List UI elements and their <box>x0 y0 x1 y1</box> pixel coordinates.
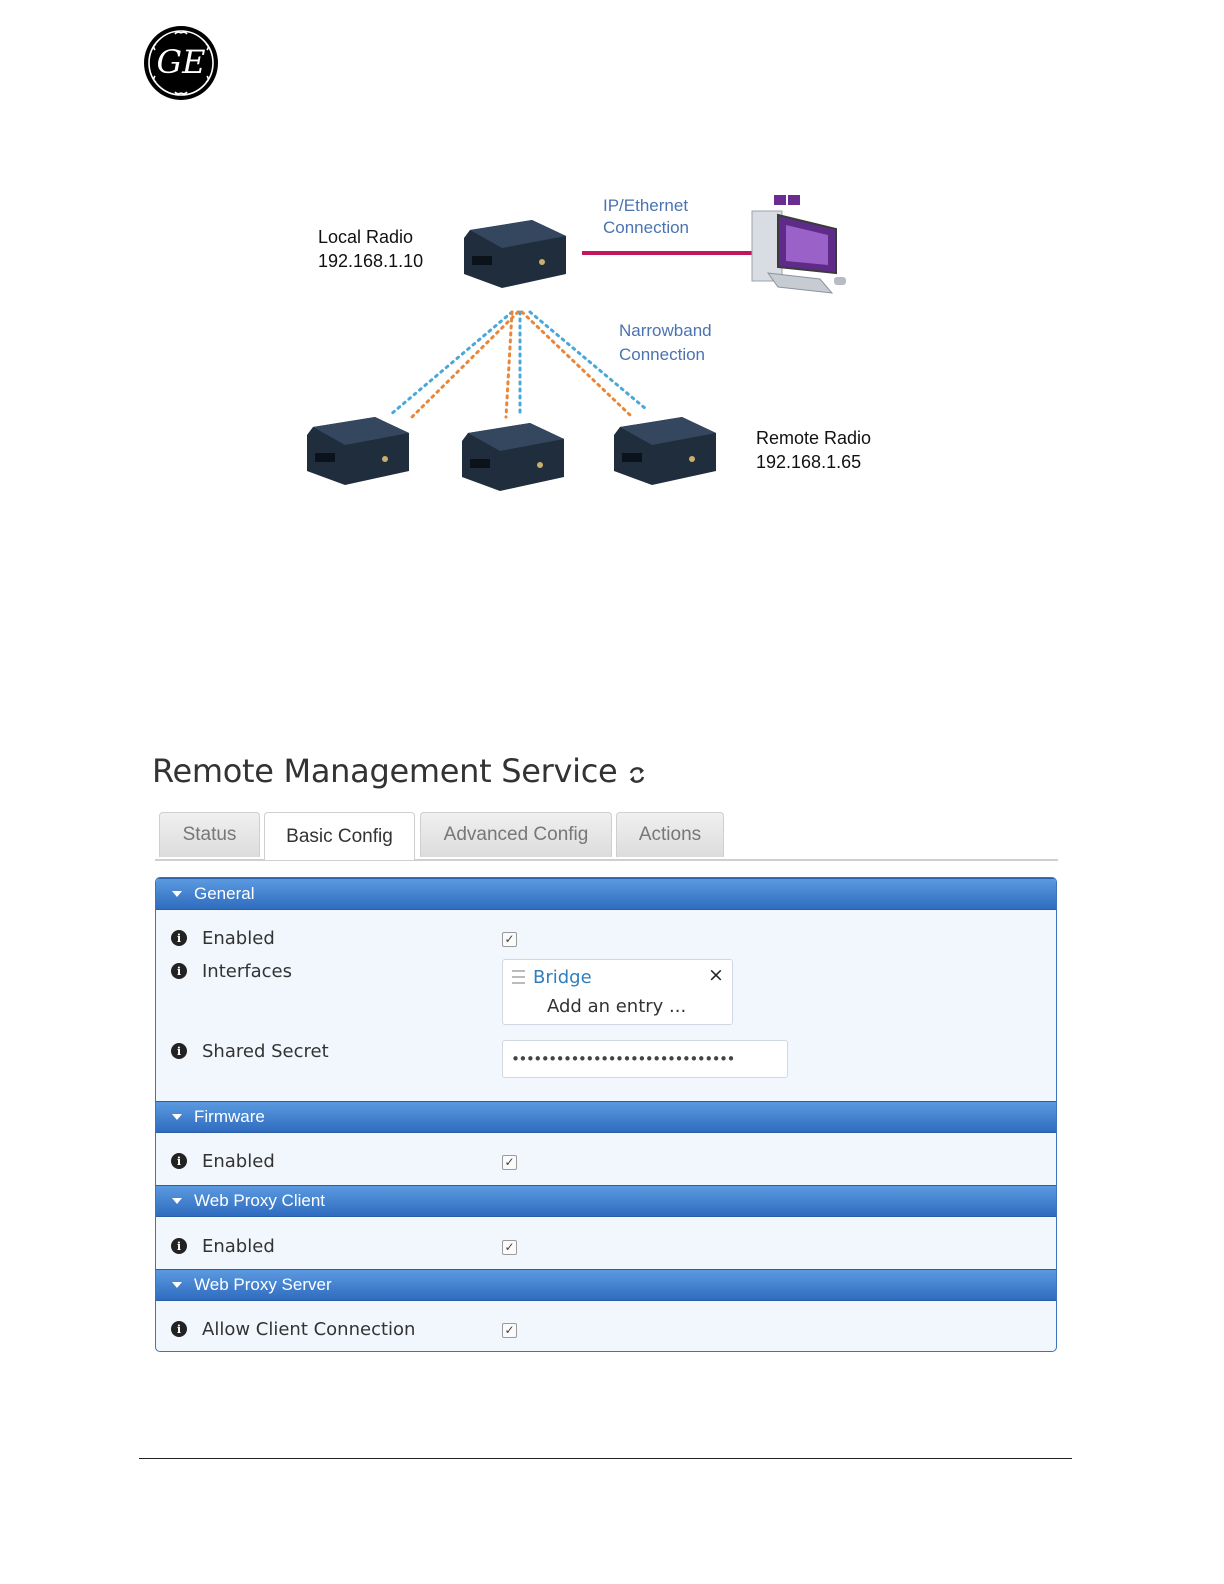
config-panel: General i Enabled ✓ i Interfaces Bridge … <box>155 877 1057 1352</box>
local-radio-label: Local Radio <box>318 227 413 247</box>
section-web-proxy-client-title: Web Proxy Client <box>194 1191 326 1210</box>
general-interfaces-row: i Interfaces <box>156 961 1056 991</box>
allow-client-connection-checkbox[interactable]: ✓ <box>502 1323 517 1338</box>
section-web-proxy-client-header[interactable]: Web Proxy Client <box>156 1185 1056 1217</box>
remote-radio-label: Remote Radio <box>756 428 871 448</box>
narrowband-links <box>388 310 648 421</box>
section-general-header[interactable]: General <box>156 878 1056 910</box>
interface-entry-bridge[interactable]: Bridge <box>533 967 592 988</box>
general-enabled-row: i Enabled ✓ <box>156 928 1056 958</box>
web-proxy-client-enabled-checkbox[interactable]: ✓ <box>502 1240 517 1255</box>
section-web-proxy-server-title: Web Proxy Server <box>194 1275 332 1294</box>
info-icon[interactable]: i <box>171 930 187 946</box>
remote-radio-device-2 <box>462 423 564 491</box>
web-proxy-server-allow-row: i Allow Client Connection ✓ <box>156 1319 1056 1349</box>
collapse-triangle-icon <box>172 891 182 897</box>
local-radio-device <box>464 220 566 288</box>
interfaces-list: Bridge × Add an entry ... <box>502 959 733 1025</box>
remote-radio-ip: 192.168.1.65 <box>756 452 861 472</box>
section-general-title: General <box>194 884 255 903</box>
footer-divider <box>139 1458 1072 1459</box>
info-icon[interactable]: i <box>171 1238 187 1254</box>
refresh-icon[interactable] <box>626 764 648 786</box>
general-enabled-checkbox[interactable]: ✓ <box>502 932 517 947</box>
tab-bar: Status Basic Config Advanced Config Acti… <box>155 812 1058 861</box>
tab-advanced-config[interactable]: Advanced Config <box>420 812 612 857</box>
section-firmware-title: Firmware <box>194 1107 265 1126</box>
allow-client-connection-label: Allow Client Connection <box>202 1319 416 1340</box>
tab-basic-config[interactable]: Basic Config <box>264 812 415 860</box>
page-title: Remote Management Service <box>152 752 618 790</box>
tab-actions[interactable]: Actions <box>616 812 724 857</box>
tab-status[interactable]: Status <box>159 812 260 857</box>
web-proxy-client-enabled-row: i Enabled ✓ <box>156 1236 1056 1266</box>
collapse-triangle-icon <box>172 1282 182 1288</box>
firmware-enabled-row: i Enabled ✓ <box>156 1151 1056 1181</box>
add-entry-link[interactable]: Add an entry ... <box>547 996 687 1017</box>
general-shared-secret-row: i Shared Secret <box>156 1041 1056 1071</box>
network-diagram: Local Radio 192.168.1.10 IP/Ethernet Con… <box>307 195 871 491</box>
firmware-enabled-checkbox[interactable]: ✓ <box>502 1155 517 1170</box>
narrowband-label-line1: Narrowband <box>619 321 712 340</box>
shared-secret-label: Shared Secret <box>202 1041 329 1062</box>
info-icon[interactable]: i <box>171 1043 187 1059</box>
narrowband-label-line2: Connection <box>619 345 705 364</box>
collapse-triangle-icon <box>172 1114 182 1120</box>
remote-radio-device-1 <box>307 417 409 485</box>
section-web-proxy-server-header[interactable]: Web Proxy Server <box>156 1269 1056 1301</box>
remote-radio-device-3 <box>614 417 716 485</box>
ip-ethernet-label-line2: Connection <box>603 218 689 237</box>
local-radio-ip: 192.168.1.10 <box>318 251 423 271</box>
ip-ethernet-label-line1: IP/Ethernet <box>603 196 688 215</box>
web-proxy-client-enabled-label: Enabled <box>202 1236 275 1257</box>
general-enabled-label: Enabled <box>202 928 275 949</box>
general-interfaces-label: Interfaces <box>202 961 292 982</box>
remove-entry-icon[interactable]: × <box>708 964 724 986</box>
info-icon[interactable]: i <box>171 1153 187 1169</box>
collapse-triangle-icon <box>172 1198 182 1204</box>
section-firmware-header[interactable]: Firmware <box>156 1101 1056 1133</box>
info-icon[interactable]: i <box>171 1321 187 1337</box>
drag-handle-icon[interactable] <box>512 970 525 984</box>
info-icon[interactable]: i <box>171 963 187 979</box>
shared-secret-input[interactable]: •••••••••••••••••••••••••••••• <box>502 1040 788 1078</box>
computer-icon <box>751 195 846 294</box>
logo-text: GE <box>157 43 206 81</box>
firmware-enabled-label: Enabled <box>202 1151 275 1172</box>
ge-logo: GE <box>144 26 218 100</box>
